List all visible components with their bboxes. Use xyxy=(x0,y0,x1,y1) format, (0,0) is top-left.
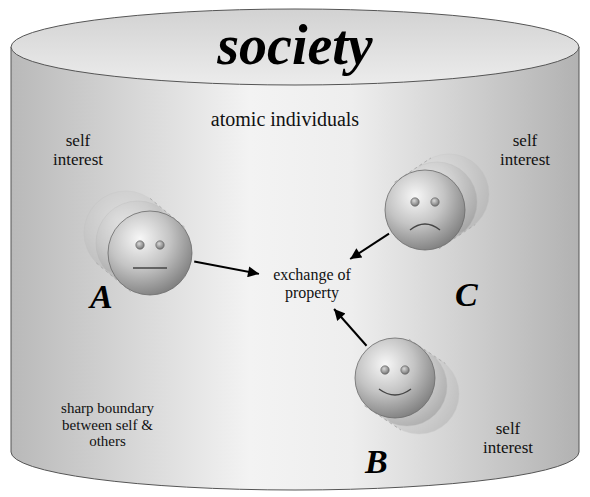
face-eye xyxy=(136,241,144,249)
face-eye xyxy=(411,198,419,206)
exchange-node: exchange of property xyxy=(262,262,362,306)
face-eye xyxy=(431,198,439,206)
heading-note: atomic individuals xyxy=(190,108,380,130)
cylinder-title: society xyxy=(10,17,580,73)
cylinder-top xyxy=(11,9,579,85)
person-letter: C xyxy=(455,278,478,312)
face-eye xyxy=(381,366,389,374)
individual-face: self interestC xyxy=(380,130,570,315)
individual-face: self interestB xyxy=(340,330,560,490)
individual-face: self interestA xyxy=(40,120,205,320)
person-letter: B xyxy=(365,445,388,479)
face-mouth xyxy=(133,267,167,268)
boundary-note: sharp boundary between self & others xyxy=(50,400,165,450)
cylinder-body xyxy=(11,47,579,490)
self-interest-label: self interest xyxy=(475,420,541,457)
face-mouth xyxy=(379,389,411,395)
face-circle xyxy=(385,170,465,250)
exchange-label: exchange of property xyxy=(266,266,358,301)
self-interest-label: self interest xyxy=(492,132,558,169)
face-circle xyxy=(355,338,435,418)
face-circle xyxy=(108,211,192,295)
self-interest-label: self interest xyxy=(45,132,111,169)
face-eye xyxy=(156,241,164,249)
face-eye xyxy=(401,366,409,374)
person-letter: A xyxy=(90,280,113,314)
face-mouth xyxy=(410,224,440,230)
